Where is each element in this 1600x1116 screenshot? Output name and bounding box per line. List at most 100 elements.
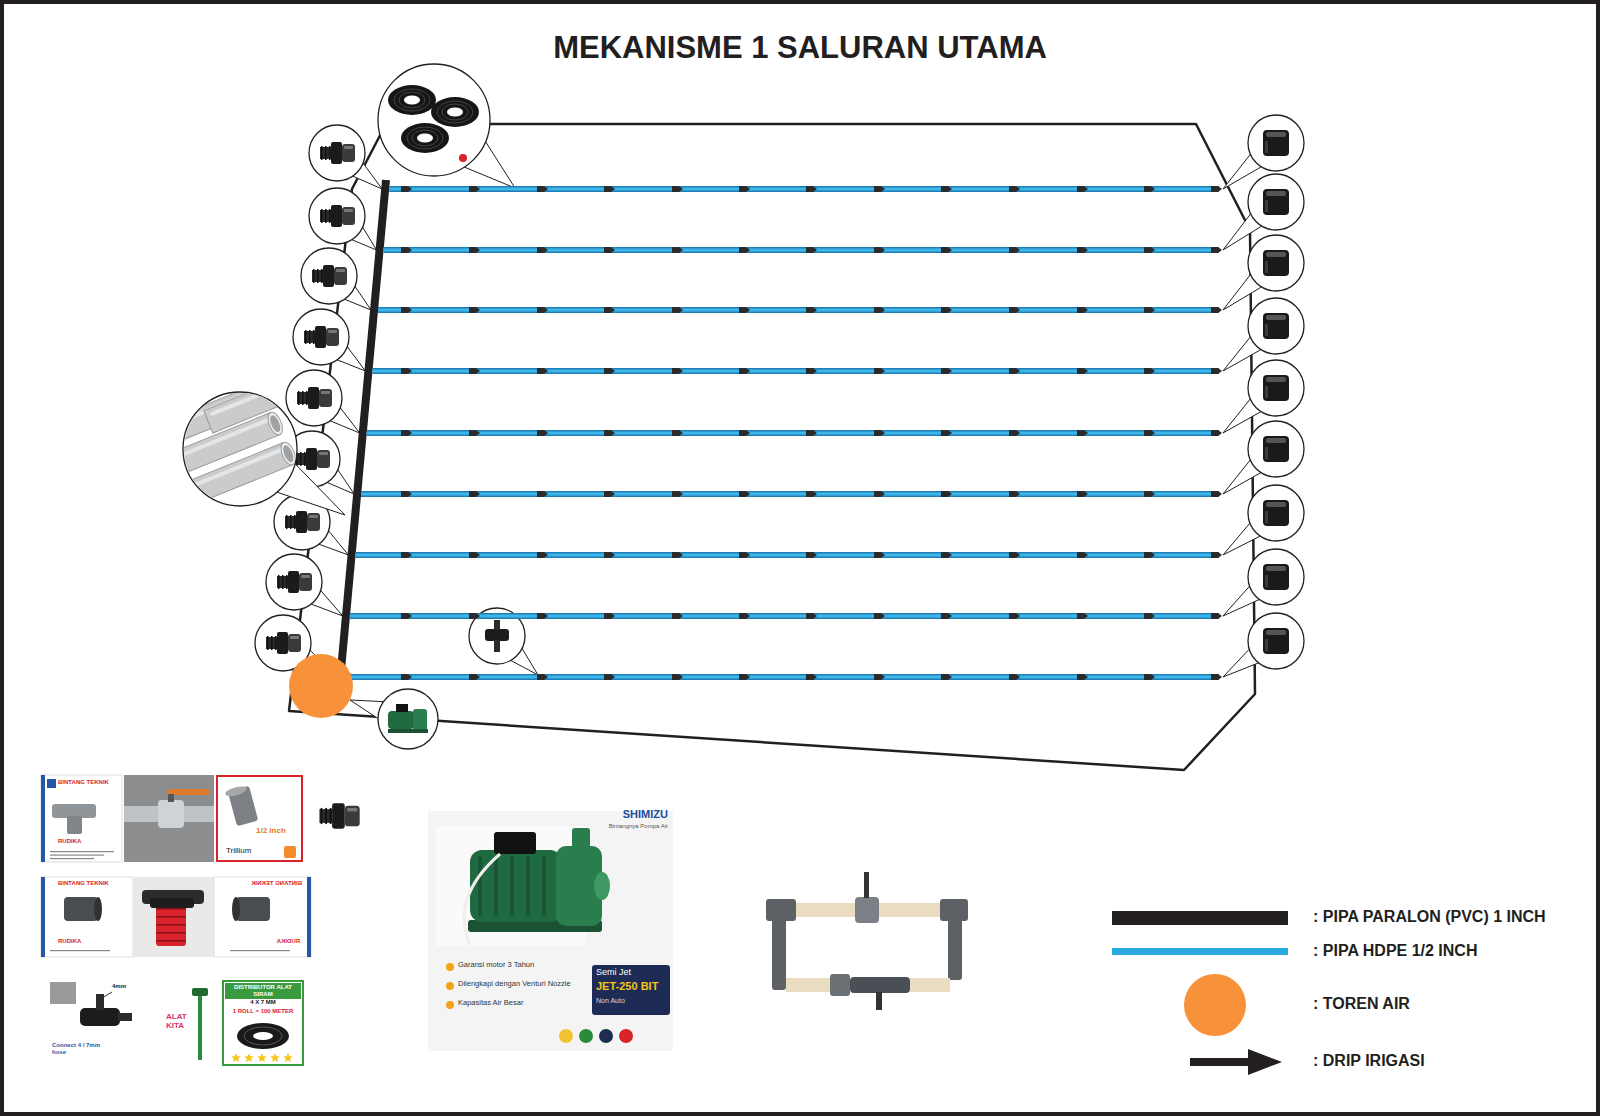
thread-ridge — [294, 515, 296, 529]
fitting-callout — [266, 554, 343, 616]
drip-emitter — [941, 247, 952, 253]
end-cap-callout — [1223, 235, 1304, 310]
mesh-line — [156, 908, 186, 910]
adapter-highlight — [309, 515, 318, 518]
rating-star — [231, 1053, 241, 1062]
card-stripe — [41, 877, 45, 957]
cap-highlight — [1266, 438, 1286, 443]
male-adapter-icon — [297, 387, 332, 409]
drip-emitter — [1144, 368, 1155, 374]
drip-emitter — [1077, 613, 1088, 619]
drip-emitter — [739, 674, 750, 680]
drip-emitter — [1009, 491, 1020, 497]
product-label: 4mm — [112, 983, 136, 990]
callout-circle — [1248, 613, 1304, 669]
valve-stem — [168, 794, 174, 802]
drip-emitter — [1077, 247, 1088, 253]
drip-emitter — [806, 674, 817, 680]
hose-coil — [237, 1023, 289, 1049]
arrow-head — [1248, 1049, 1282, 1075]
thread-ridge — [306, 391, 308, 405]
pipe-shine — [188, 448, 282, 489]
drip-emitter — [806, 552, 817, 558]
end-cap-icon — [1263, 500, 1289, 526]
drip-emitter — [874, 430, 885, 436]
drip-emitter — [672, 430, 683, 436]
cap-highlight — [1266, 132, 1286, 137]
adapter-thread — [285, 516, 296, 528]
drip-emitter — [806, 613, 817, 619]
callout-circle — [1248, 360, 1304, 416]
male-adapter-icon — [320, 205, 355, 227]
thread-ridge — [300, 452, 302, 466]
end-cap-icon — [1263, 189, 1289, 215]
valve-body — [158, 800, 184, 828]
adapter-body — [345, 806, 360, 827]
filter-mesh — [156, 902, 186, 946]
drip-emitter — [874, 186, 885, 192]
callout-circle — [1248, 115, 1304, 171]
adapter-nut — [296, 511, 307, 533]
drip-emitter — [874, 613, 885, 619]
drip-emitter — [537, 674, 548, 680]
hdpe-pipe — [378, 309, 1219, 312]
dripper-stem — [494, 640, 500, 652]
product-photo — [133, 877, 214, 957]
badge-panel — [592, 965, 670, 1015]
drip-emitter — [604, 307, 615, 313]
check-bullet — [446, 1001, 454, 1009]
drip-emitter — [1009, 307, 1020, 313]
hose-roll-callout — [378, 64, 515, 188]
venturi-fitting — [766, 899, 796, 921]
check-bullet — [446, 982, 454, 990]
male-adapter-icon — [320, 142, 355, 164]
drip-emitter — [1077, 552, 1088, 558]
adapter-highlight — [321, 391, 330, 394]
adapter-body — [342, 207, 355, 225]
callout-circle — [378, 64, 490, 176]
hdpe-pipe-edge — [350, 613, 1219, 619]
hdpe-pipe-edge — [378, 307, 1219, 313]
pipe-end — [278, 440, 298, 467]
thread-ridge — [302, 391, 304, 405]
cap-body — [1263, 564, 1289, 590]
thread-ridge — [317, 269, 319, 283]
adapter-nut — [306, 448, 317, 470]
adapter-nut — [288, 571, 299, 593]
tee-fitting — [67, 816, 82, 834]
fine-print — [50, 858, 94, 859]
adapter-body — [319, 389, 332, 407]
thread-ridge — [275, 636, 277, 650]
drip-emitter — [1211, 368, 1222, 374]
drip-emitter — [469, 491, 480, 497]
drip-emitter — [941, 430, 952, 436]
cap-body — [1263, 500, 1289, 526]
adapter-nut — [332, 803, 345, 828]
drip-emitter — [739, 186, 750, 192]
thread-ridge — [313, 330, 315, 344]
product-card — [217, 776, 302, 861]
drip-emitter — [739, 552, 750, 558]
rating-star — [283, 1053, 293, 1062]
venturi-union — [830, 974, 850, 996]
drip-emitter — [672, 552, 683, 558]
drip-emitter — [604, 674, 615, 680]
cap-body — [1263, 436, 1289, 462]
adapter-highlight — [336, 269, 345, 272]
drip-emitter — [537, 491, 548, 497]
pump-box — [396, 704, 408, 712]
diagram-title: MEKANISME 1 SALURAN UTAMA — [0, 30, 1600, 66]
drip-emitter — [537, 368, 548, 374]
drip-emitter — [604, 491, 615, 497]
thread-ridge — [278, 575, 280, 589]
pump-base — [388, 729, 428, 733]
product-label: DISTRIBUTOR ALAT SIRAM — [225, 983, 301, 999]
hdpe-pipe — [350, 615, 1219, 618]
drip-emitter — [1211, 552, 1222, 558]
mesh-line — [156, 932, 186, 934]
card-stripe — [41, 775, 45, 862]
drip-emitter — [537, 552, 548, 558]
drip-emitter — [806, 186, 817, 192]
valve-stem — [864, 872, 869, 898]
product-photo — [124, 775, 214, 862]
